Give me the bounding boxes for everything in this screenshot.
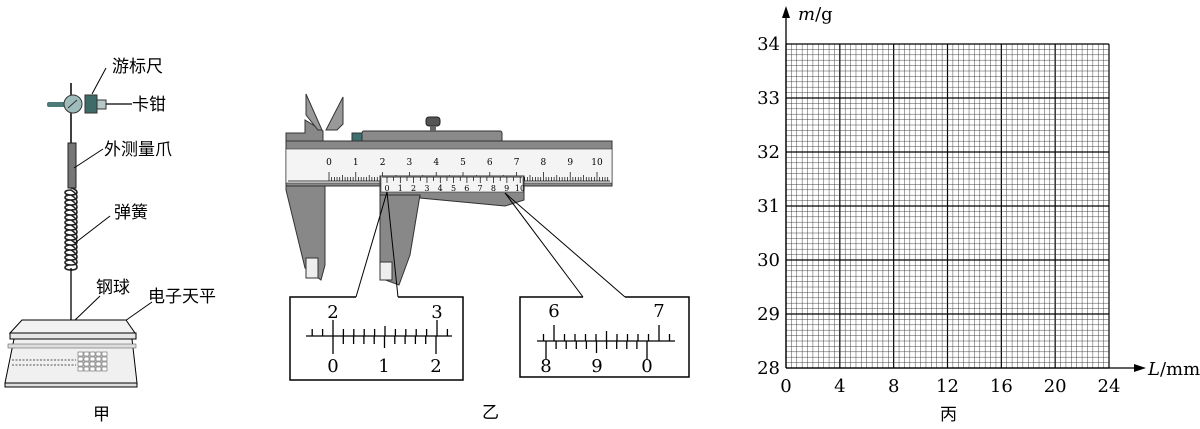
caption-b: 乙	[482, 403, 499, 423]
y-tick-label: 31	[757, 196, 780, 217]
keypad-key	[83, 356, 90, 362]
keypad-key	[77, 356, 84, 362]
label-clamp: 卡钳	[132, 95, 166, 115]
vernier-scale-label: 4	[438, 184, 443, 193]
keypad-key	[101, 351, 108, 357]
keypad-key	[77, 366, 84, 372]
main-scale-label: 3	[407, 158, 413, 168]
vernier-scale-label: 8	[491, 184, 496, 193]
x-tick-label: 24	[1098, 376, 1121, 397]
electronic-balance	[4, 319, 138, 388]
zoom-box-alignment: 6 7 8 9 0	[519, 296, 690, 378]
keypad-key	[89, 356, 96, 362]
label-electronic-balance: 电子天平	[148, 287, 216, 307]
keypad-key	[101, 361, 108, 367]
figure-a-apparatus: 游标尺 卡钳 外测量爪 弹簧 钢球 电子天平 甲	[4, 57, 216, 425]
caption-c: 丙	[940, 405, 957, 425]
vernier-scale-label: 5	[451, 184, 456, 193]
main-scale-label: 10	[591, 158, 603, 168]
main-scale-label: 1	[353, 158, 359, 168]
main-scale-label: 4	[433, 158, 439, 168]
x-axis-arrow-icon	[1134, 364, 1146, 372]
x-tick-label: 20	[1044, 376, 1067, 397]
label-spring: 弹簧	[114, 203, 148, 223]
keypad-key	[95, 366, 102, 372]
keypad-key	[101, 366, 108, 372]
main-scale-label: 7	[514, 158, 520, 168]
x-tick-label: 12	[936, 376, 959, 397]
zoom-left-vernier-label: 0	[327, 356, 338, 377]
x-tick-label: 4	[834, 376, 845, 397]
y-axis-arrow-icon	[782, 6, 790, 18]
keypad-key	[89, 351, 96, 357]
keypad-key	[89, 366, 96, 372]
label-steel-ball: 钢球	[96, 278, 130, 298]
keypad-key	[101, 356, 108, 362]
caption-a: 甲	[93, 405, 110, 425]
zoom-left-main-label: 3	[431, 302, 442, 323]
keypad-key	[77, 361, 84, 367]
x-axis-label: L/mm	[1147, 359, 1200, 380]
keypad-key	[95, 361, 102, 367]
zoom-left-vernier-label: 1	[378, 356, 389, 377]
y-tick-label: 32	[757, 142, 780, 163]
figure-c-graph-paper: 0 4 8 12 16 20 24 28 29 30 31 32 33 34 L/mm m/g 丙	[757, 4, 1200, 425]
y-tick-label: 30	[757, 250, 780, 271]
vernier-scale-label: 6	[464, 184, 469, 193]
zoom-right-main-label: 7	[653, 301, 664, 322]
label-vernier-caliper: 游标尺	[112, 57, 163, 77]
main-scale-label: 5	[460, 158, 466, 168]
main-scale-label: 0	[326, 158, 332, 168]
zoom-right-vernier-label: 9	[591, 356, 602, 377]
vernier-scale-label: 1	[398, 184, 403, 193]
vernier-scale-label: 3	[424, 184, 429, 193]
y-tick-label: 28	[757, 358, 780, 379]
vernier-scale-label: 10	[515, 184, 525, 193]
zoom-box-zero: 2 3 0 1 2	[289, 296, 464, 381]
vernier-scale-label: 0	[384, 184, 389, 193]
keypad-key	[83, 351, 90, 357]
main-scale-label: 6	[487, 158, 493, 168]
main-scale-label: 8	[541, 158, 547, 168]
vernier-block	[84, 94, 98, 114]
zoom-right-main-label: 6	[548, 301, 559, 322]
y-tick-label: 33	[757, 88, 780, 109]
keypad-key	[83, 366, 90, 372]
y-tick-label: 34	[757, 34, 780, 55]
label-outer-jaw: 外测量爪	[104, 140, 172, 160]
spring-icon	[64, 187, 78, 271]
vernier-scale-label: 2	[411, 184, 416, 193]
lock-screw	[425, 116, 441, 127]
vernier-scale-label: 7	[478, 184, 483, 193]
y-axis-label: m/g	[798, 4, 833, 25]
outer-jaw	[67, 142, 77, 189]
main-scale-label: 2	[380, 158, 386, 168]
vernier-scale	[380, 175, 524, 193]
keypad-key	[95, 356, 102, 362]
zoom-right-vernier-label: 8	[540, 356, 551, 377]
zoom-left-vernier-label: 2	[430, 356, 441, 377]
zoom-left-main-label: 2	[327, 302, 338, 323]
keypad-key	[77, 351, 84, 357]
x-tick-label: 0	[780, 376, 791, 397]
y-tick-label: 29	[757, 304, 780, 325]
keypad-key	[83, 361, 90, 367]
main-scale-label: 9	[567, 158, 573, 168]
vernier-scale-label: 9	[504, 184, 509, 193]
keypad-key	[89, 361, 96, 367]
x-tick-label: 8	[888, 376, 899, 397]
zoom-right-vernier-label: 0	[641, 356, 652, 377]
keypad-key	[95, 351, 102, 357]
x-tick-label: 16	[990, 376, 1013, 397]
